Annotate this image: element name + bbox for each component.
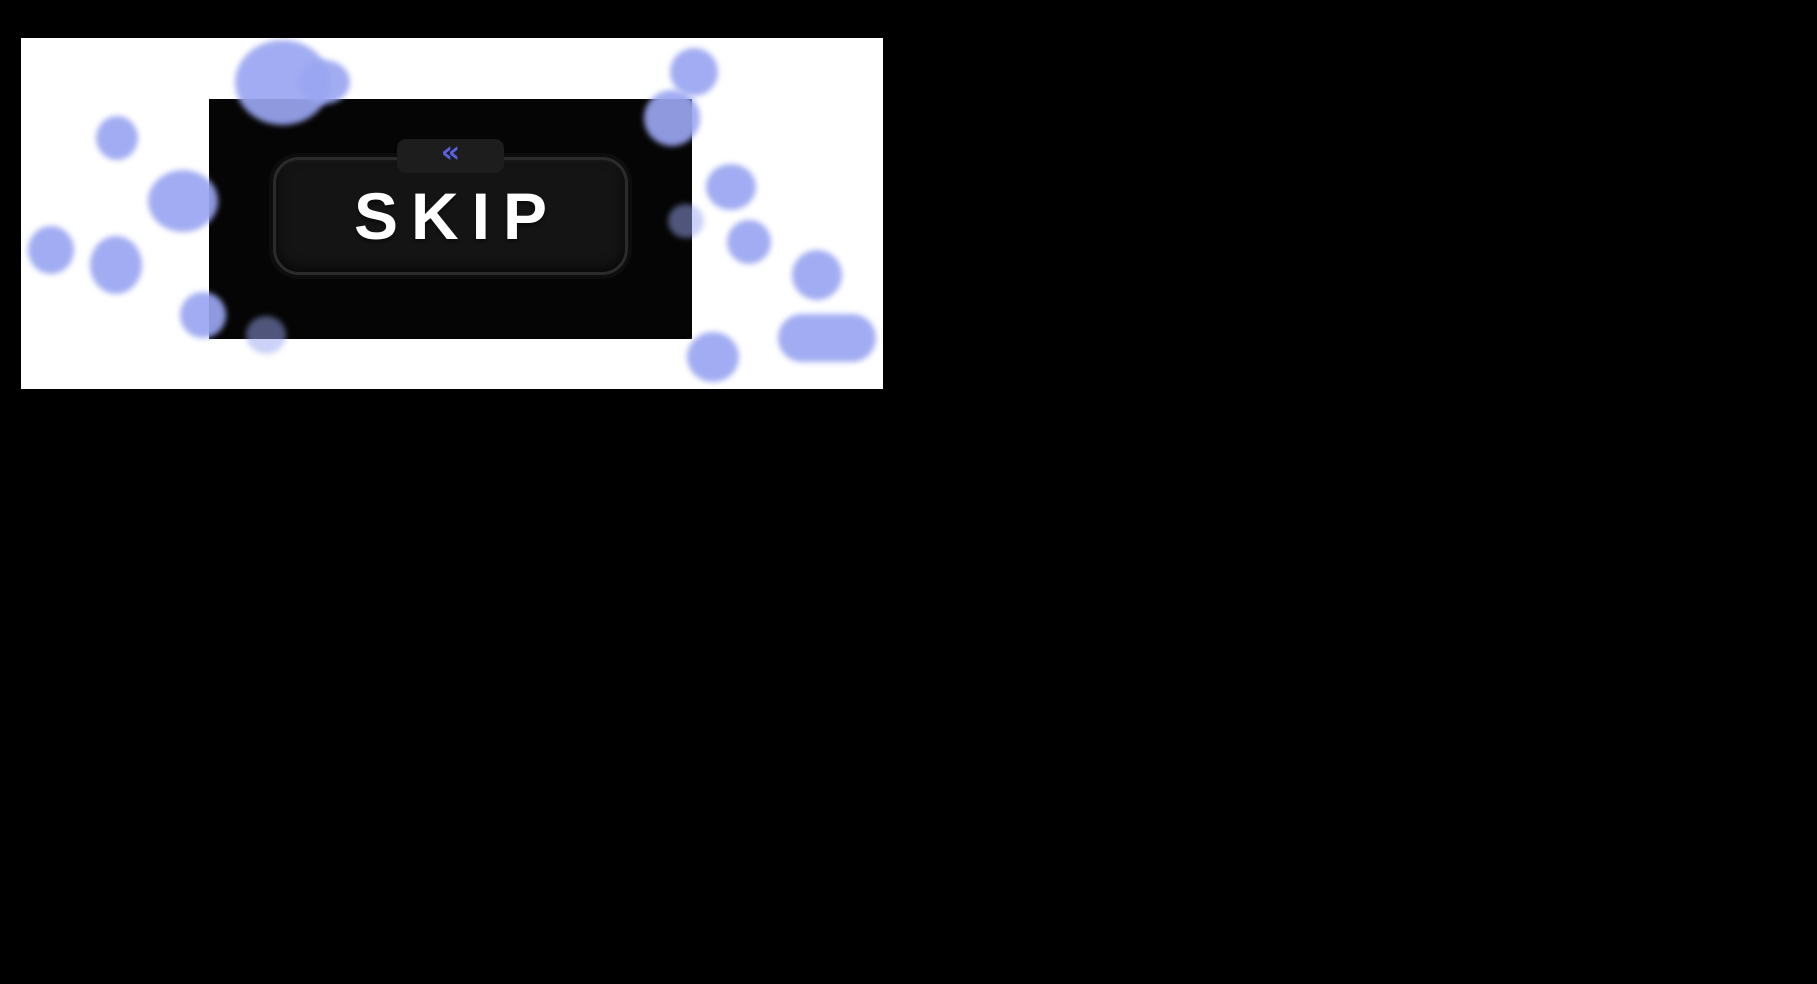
touch-blob: [687, 332, 739, 382]
skip-overlay: SKIP «: [209, 99, 692, 339]
touch-blob: [96, 116, 138, 160]
touch-blob: [670, 48, 718, 96]
touch-blob: [90, 236, 142, 294]
touch-blob: [706, 164, 756, 210]
touch-blob: [28, 226, 74, 274]
touch-blob: [298, 60, 350, 104]
touch-blob: [778, 314, 876, 362]
touch-blob: [148, 170, 218, 232]
double-chevron-left-icon: «: [440, 135, 461, 170]
skip-button[interactable]: SKIP: [273, 157, 628, 275]
collapse-tab[interactable]: «: [397, 135, 504, 173]
touch-blob: [727, 220, 771, 264]
ad-panel: SKIP «: [21, 38, 883, 389]
skip-button-label: SKIP: [353, 179, 561, 253]
touch-blob: [792, 250, 842, 300]
